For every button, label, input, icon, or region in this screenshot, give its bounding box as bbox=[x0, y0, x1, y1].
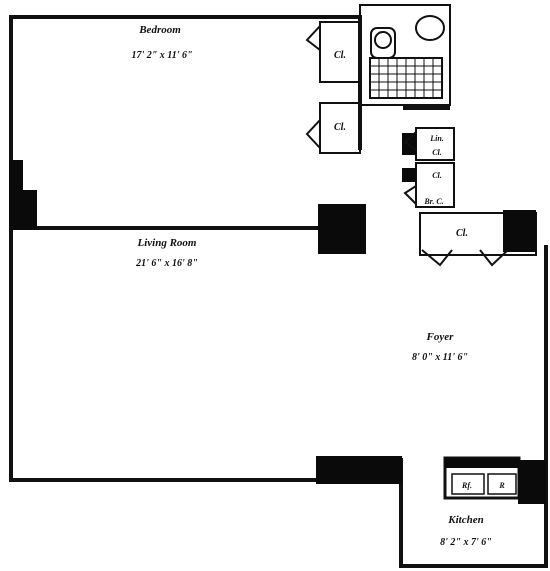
hall-small-closet-label: Br. C. bbox=[423, 197, 443, 206]
foyer-name: Foyer bbox=[426, 331, 455, 343]
linen-closet-label: Lin. bbox=[429, 134, 444, 143]
bedroom-closet-lower-label: Cl. bbox=[334, 122, 346, 133]
living-room-dims: 21' 6" x 16' 8" bbox=[135, 258, 198, 269]
bedroom-closet-upper-label: Cl. bbox=[334, 50, 346, 61]
foyer-closet-label: Cl. bbox=[456, 228, 468, 239]
range-label: R bbox=[498, 481, 505, 490]
column-bottom bbox=[316, 456, 402, 484]
sink-icon bbox=[415, 15, 445, 41]
column-left-lower bbox=[9, 190, 37, 230]
column-left-upper bbox=[9, 160, 23, 198]
bathroom bbox=[359, 4, 451, 110]
kitchen-fixtures bbox=[443, 456, 546, 504]
column-center bbox=[318, 204, 366, 254]
bedroom-dims: 17' 2" x 11' 6" bbox=[131, 50, 192, 61]
hall-closet-label: Cl. bbox=[432, 171, 442, 180]
hall-closets bbox=[402, 127, 537, 267]
linen-closet-sub-label: Cl. bbox=[432, 148, 442, 157]
tub-icon bbox=[369, 57, 443, 99]
living-room-name: Living Room bbox=[137, 237, 197, 249]
kitchen-dims: 8' 2" x 7' 6" bbox=[440, 537, 492, 548]
kitchen-name: Kitchen bbox=[447, 514, 483, 526]
bedroom-closets bbox=[305, 21, 361, 154]
foyer-dims: 8' 0" x 11' 6" bbox=[412, 352, 468, 363]
bedroom-name: Bedroom bbox=[138, 24, 181, 36]
refrigerator-label: Rf. bbox=[461, 481, 472, 490]
